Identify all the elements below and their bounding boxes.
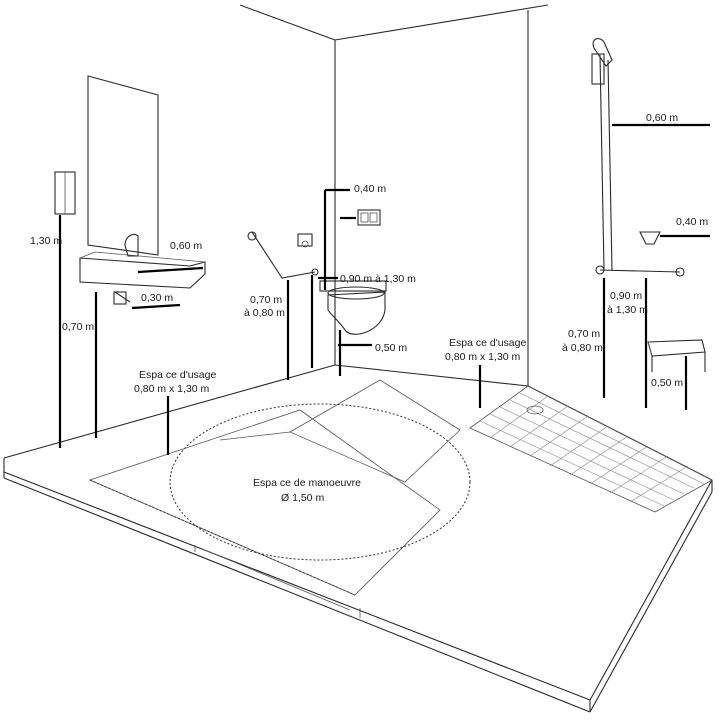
label-wc-grab-height-2: à 0,80 m [244, 307, 285, 319]
label-usage-right: Espa ce d'usage [449, 337, 526, 349]
shower-grab-bar [595, 265, 685, 277]
label-shower-bar-range: 0,90 m [610, 290, 642, 302]
sink [79, 233, 206, 305]
floor-slab [3, 458, 713, 713]
label-manoeuvre-dims: Ø 1,50 m [281, 492, 324, 504]
label-sink-depth: 0,60 m [170, 240, 202, 252]
shower-seat [647, 339, 706, 372]
soap-dispenser [54, 171, 76, 215]
usage-zone-center [219, 379, 461, 483]
usage-zone-left [88, 409, 441, 596]
dimension-lines [58, 123, 710, 455]
toilet-paper-holder [297, 233, 313, 248]
label-usage-left-dims: 0,80 m x 1,30 m [134, 383, 210, 395]
label-shower-soap-offset: 0,40 m [676, 216, 708, 228]
label-shower-grab-height: 0,70 m [568, 328, 600, 340]
label-sink-under-height: 0,70 m [62, 321, 94, 333]
label-usage-left: Espa ce d'usage [139, 369, 216, 381]
label-sink-mirror-height: 1,30 m [30, 235, 62, 247]
shower-tile-floor [469, 385, 713, 513]
label-manoeuvre: Espa ce de manoeuvre [253, 477, 361, 489]
label-sink-clearance: 0,30 m [141, 292, 173, 304]
mirror [87, 75, 159, 256]
label-shower-seat-height: 0,50 m [651, 377, 683, 389]
label-shower-bar-range-2: à 1,30 m [607, 304, 648, 316]
label-shower-grab-height-2: à 0,80 m [562, 342, 603, 354]
toilet [319, 280, 387, 335]
room-walls [3, 4, 713, 481]
label-shower-bar-offset: 0,60 m [646, 112, 678, 124]
grab-bar-wc [247, 231, 319, 279]
label-wc-seat-height: 0,50 m [375, 342, 407, 354]
soap-dish [639, 231, 661, 245]
flush-plate [357, 209, 381, 226]
label-wc-grab-height: 0,70 m [250, 294, 282, 306]
label-usage-right-dims: 0,80 m x 1,30 m [445, 351, 521, 363]
manoeuvre-circle [169, 403, 471, 561]
shower-rail [591, 38, 613, 271]
label-wc-side-space: 0,90 m à 1,30 m [340, 273, 416, 285]
label-wc-flush-offset: 0,40 m [354, 183, 386, 195]
